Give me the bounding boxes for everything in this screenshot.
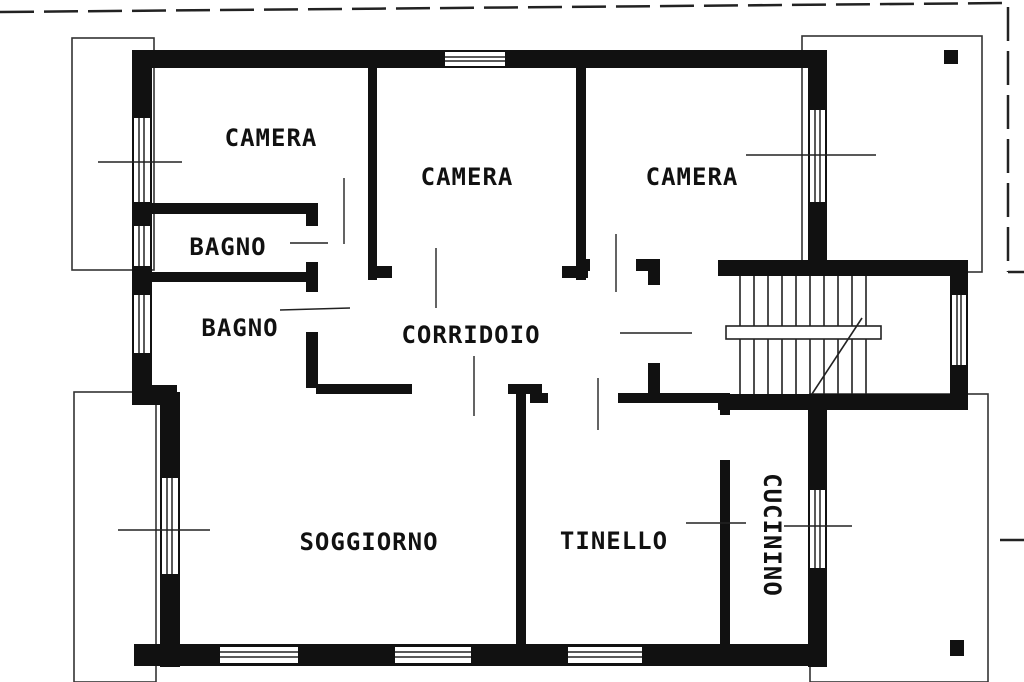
pillar xyxy=(950,640,964,656)
room-label-camera-1: CAMERA xyxy=(225,124,318,152)
staircase xyxy=(725,276,882,395)
pillar xyxy=(944,50,958,64)
windows xyxy=(134,52,966,663)
room-label-bagno-2: BAGNO xyxy=(201,314,278,342)
window xyxy=(220,647,298,663)
room-label-soggiorno: SOGGIORNO xyxy=(299,528,438,556)
balconies xyxy=(71,35,989,682)
window xyxy=(134,226,150,266)
room-label-tinello: TINELLO xyxy=(560,527,668,555)
door-openings xyxy=(305,200,732,460)
window xyxy=(134,295,150,353)
window xyxy=(445,52,505,66)
cross-marks xyxy=(98,154,876,531)
window xyxy=(810,110,825,202)
window xyxy=(162,478,178,574)
balcony-bottom-right xyxy=(809,393,989,682)
stair-landing xyxy=(725,325,882,340)
room-label-bagno-1: BAGNO xyxy=(189,233,266,261)
window xyxy=(952,295,966,365)
room-labels: CAMERA CAMERA CAMERA BAGNO BAGNO CORRIDO… xyxy=(189,124,786,597)
stair-treads-lower xyxy=(739,339,867,394)
stair-break-line xyxy=(811,317,863,395)
window xyxy=(395,647,471,663)
window xyxy=(810,490,825,568)
room-label-camera-2: CAMERA xyxy=(421,163,514,191)
room-label-cucinino: CUCININO xyxy=(758,473,786,597)
window xyxy=(568,647,642,663)
balcony-bottom-left xyxy=(73,391,157,682)
window xyxy=(134,118,150,202)
room-label-corridoio: CORRIDOIO xyxy=(401,321,540,349)
property-boundary xyxy=(0,1,1024,274)
balcony-top-right xyxy=(801,35,983,273)
stair-treads-upper xyxy=(739,276,867,326)
room-label-camera-3: CAMERA xyxy=(646,163,739,191)
balcony-top-left xyxy=(71,37,155,271)
